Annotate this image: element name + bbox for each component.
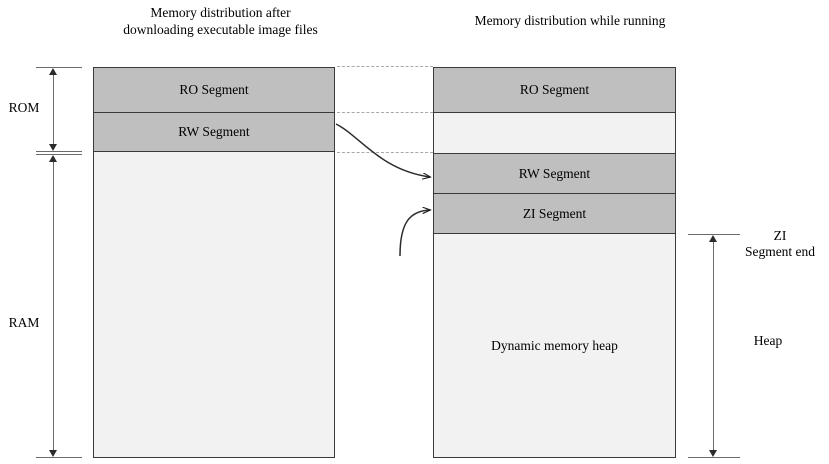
rom-bracket-label: ROM — [8, 100, 40, 115]
right-segment-rw-label: RW Segment — [518, 165, 591, 181]
left-diagram-title: Memory distribution after downloading ex… — [123, 5, 318, 37]
right-diagram-title: Memory distribution while running — [474, 13, 666, 28]
heap-bracket-tick-bottom — [688, 457, 740, 458]
left-segment-rw: RW Segment — [93, 112, 335, 152]
ram-bracket-label: RAM — [8, 315, 40, 330]
rom-bracket-arrow-top — [49, 68, 57, 75]
right-segment-zi: ZI Segment — [433, 193, 676, 234]
right-segment-heap-label: Dynamic memory heap — [491, 337, 618, 353]
guide-line-rw-bottom — [337, 152, 433, 153]
left-segment-ro-label: RO Segment — [179, 82, 249, 97]
left-segment-free — [93, 151, 335, 458]
heap-bracket-arrow-bottom — [709, 450, 717, 457]
right-memory-column: RO Segment RW Segment ZI Segment Dynamic… — [433, 67, 676, 458]
left-segment-rw-label: RW Segment — [178, 124, 250, 139]
connector-rw-to-rw — [335, 123, 430, 177]
zi-segment-end-label: ZI Segment end — [744, 228, 816, 259]
right-segment-zi-label: ZI Segment — [522, 205, 587, 221]
ram-bracket-tick-bottom — [36, 457, 82, 458]
rom-bracket-line — [53, 70, 54, 148]
rom-bracket-tick-bottom — [36, 151, 82, 152]
right-segment-ro-label: RO Segment — [519, 82, 590, 97]
guide-line-top — [337, 66, 433, 67]
heap-bracket-line — [713, 237, 714, 454]
left-segment-ro: RO Segment — [93, 67, 335, 113]
heap-bracket-label: Heap — [753, 333, 783, 348]
guide-line-ro-bottom — [337, 112, 433, 113]
heap-bracket-tick-top — [688, 234, 740, 235]
heap-bracket-arrow-top — [709, 235, 717, 242]
ram-bracket-tick-top — [36, 154, 82, 155]
rom-bracket-tick-top — [36, 67, 82, 68]
right-segment-ro: RO Segment — [433, 67, 676, 113]
ram-bracket-line — [53, 157, 54, 454]
ram-bracket-arrow-bottom — [49, 450, 57, 457]
right-segment-rw: RW Segment — [433, 153, 676, 194]
ram-bracket-arrow-top — [49, 155, 57, 162]
right-segment-heap: Dynamic memory heap — [433, 233, 676, 458]
left-memory-column: RO Segment RW Segment — [93, 67, 335, 458]
rom-bracket-arrow-bottom — [49, 144, 57, 151]
right-segment-gap — [433, 112, 676, 154]
connector-to-zi — [399, 210, 430, 257]
